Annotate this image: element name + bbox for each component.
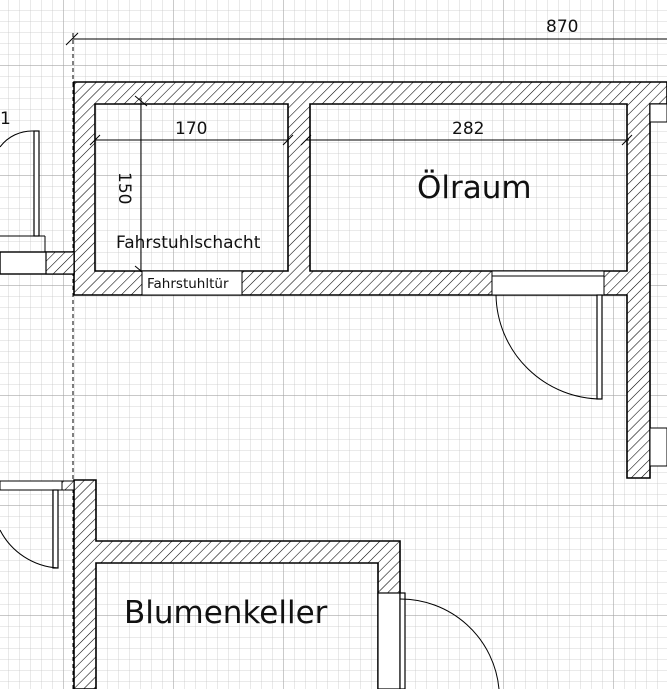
left-lower-opening xyxy=(0,480,75,569)
flower-cellar-label: Blumenkeller xyxy=(124,595,328,631)
total-width-label: 870 xyxy=(546,17,578,37)
total-width-dimension: 870 xyxy=(65,17,667,83)
elevator-door-label: Fahrstuhltür xyxy=(147,276,229,292)
shaft-width-label: 170 xyxy=(175,119,207,139)
elevator-shaft-label: Fahrstuhlschacht xyxy=(116,233,261,253)
right-edge-opening xyxy=(649,103,667,467)
oil-room-width-dimension: 282 xyxy=(300,119,633,146)
shaft-width-dimension: 170 xyxy=(89,119,294,146)
lower-wall-block[interactable] xyxy=(73,479,401,689)
oil-room-door[interactable] xyxy=(491,270,605,400)
flower-cellar-door[interactable] xyxy=(377,592,500,689)
oil-room-label: Ölraum xyxy=(417,169,532,206)
oil-room-width-label: 282 xyxy=(452,119,484,139)
left-upper-opening: 1 xyxy=(0,109,75,275)
shaft-depth-label: 150 xyxy=(114,172,134,204)
left-edge-dimension-label: 1 xyxy=(0,109,11,129)
upper-wall-block[interactable] xyxy=(73,81,667,479)
elevator-door[interactable]: Fahrstuhltür xyxy=(141,270,243,296)
